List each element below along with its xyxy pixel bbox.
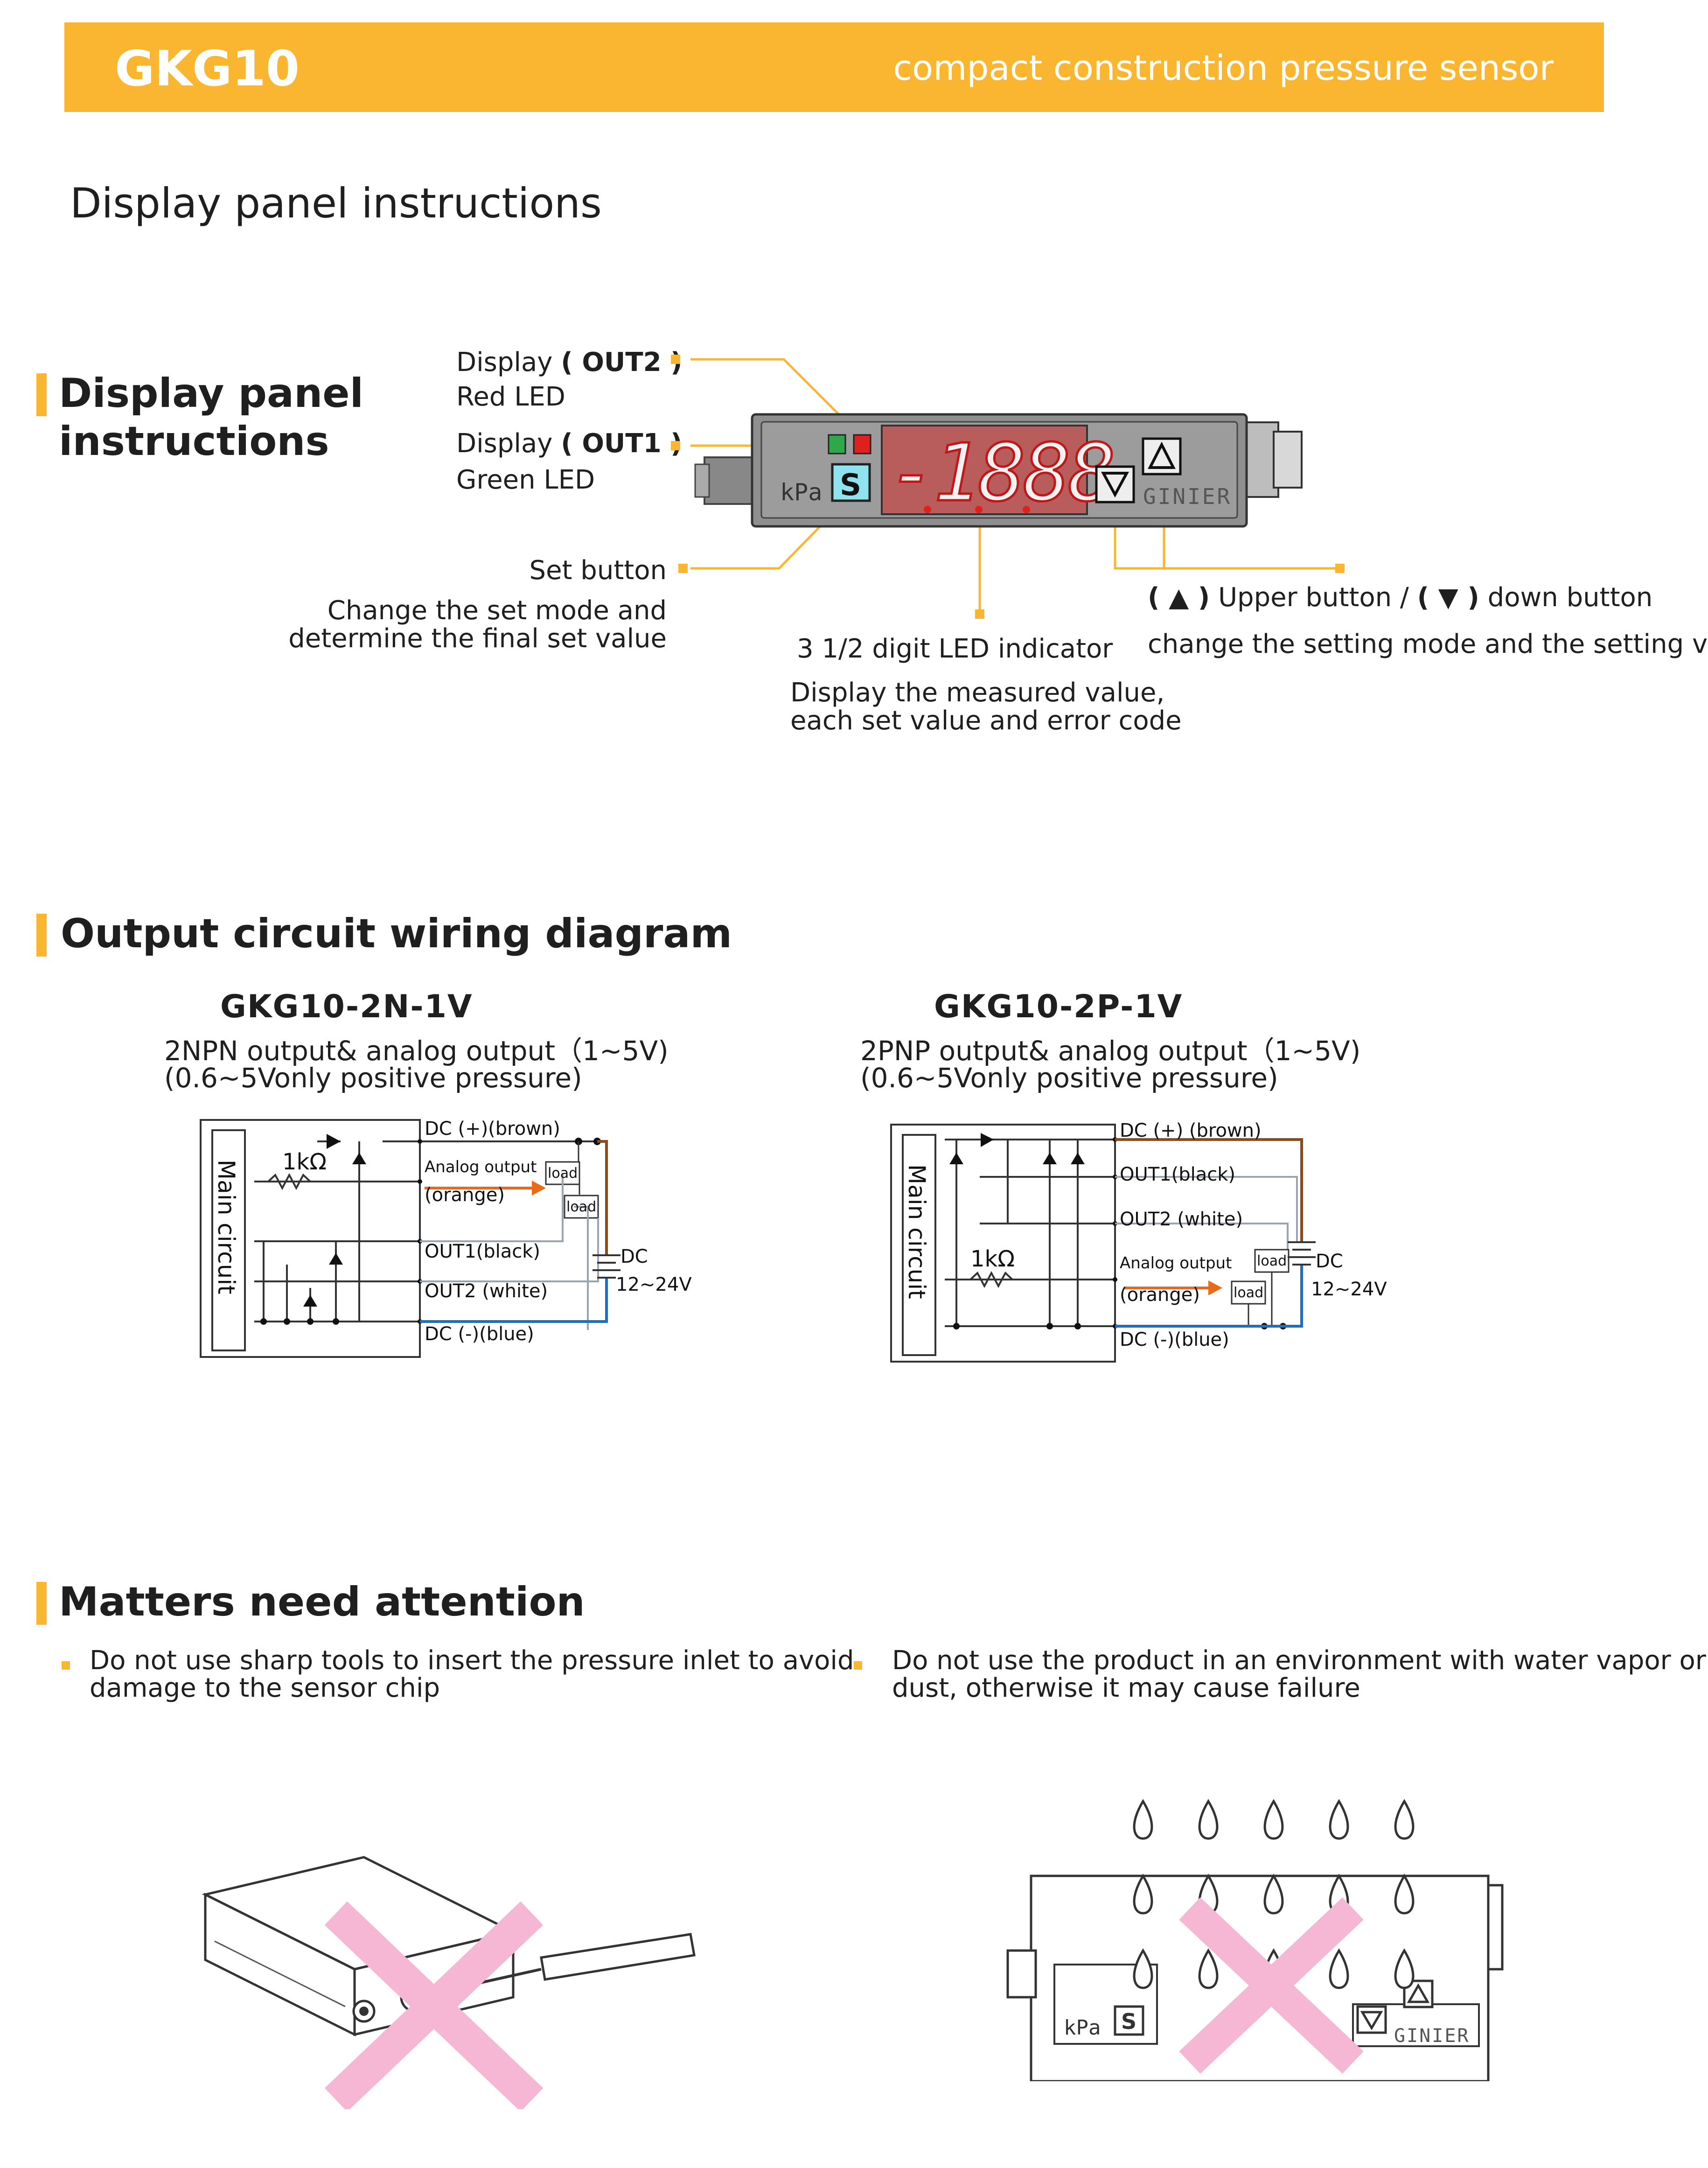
header-subtitle: compact construction pressure sensor <box>893 48 1554 88</box>
pnp-wiring-diagram: Main circuit 1kΩ DC (+) (brown) OUT1(bla… <box>890 1120 1387 1363</box>
npn-dc-minus: DC (-)(blue) <box>425 1323 534 1345</box>
section-marker <box>36 914 47 957</box>
npn-orange: (orange) <box>425 1184 505 1206</box>
section-marker <box>36 373 47 416</box>
left-model-desc1: 2NPN output& analog output（1~5V) <box>164 1035 669 1067</box>
npn-load1: load <box>548 1165 578 1182</box>
right-model-title: GKG10-2P-1V <box>934 988 1183 1025</box>
pnp-dc-plus: DC (+) (brown) <box>1120 1120 1262 1141</box>
npn-out2: OUT2 (white) <box>425 1280 548 1302</box>
note-bullet <box>854 1661 862 1670</box>
updown-button-desc: change the setting mode and the setting … <box>1148 629 1708 659</box>
brand-mark: GINIER <box>1143 484 1232 509</box>
main-circuit-label: Main circuit <box>213 1160 240 1294</box>
left-model-title: GKG10-2N-1V <box>220 988 473 1025</box>
set-button-title: Set button <box>529 555 667 586</box>
updown-button-title: ( ▲ ) Upper button / ( ▼ ) down button <box>1148 582 1653 613</box>
set-button-desc1: Change the set mode and <box>327 595 667 626</box>
display-heading-line2: instructions <box>59 418 329 465</box>
display-heading-line1: Display panel <box>59 370 364 417</box>
device-unit-label: kPa <box>1064 2016 1101 2040</box>
pnp-voltage: 12~24V <box>1311 1279 1387 1300</box>
npn-dc-plus: DC (+)(brown) <box>425 1118 560 1140</box>
npn-dc: DC <box>620 1246 648 1267</box>
note-1: Do not use sharp tools to insert the pre… <box>90 1645 854 1703</box>
attention-section-heading: Matters need attention <box>59 1579 585 1625</box>
out1-callout: Display ( OUT1 ) <box>456 428 683 459</box>
out2-callout: Display ( OUT2 ) <box>456 347 683 378</box>
pnp-out1: OUT1(black) <box>1120 1164 1235 1185</box>
section-marker <box>36 1582 47 1625</box>
led-indicator-desc1: Display the measured value, <box>790 678 1165 708</box>
sharp-tool-illustration <box>202 1856 696 2109</box>
pnp-load1: load <box>1257 1253 1287 1269</box>
page-title: Display panel instructions <box>70 179 602 227</box>
note-2: Do not use the product in an environment… <box>892 1645 1706 1703</box>
display-section-heading: Display panel instructions <box>59 370 363 466</box>
pnp-orange: (orange) <box>1120 1284 1200 1306</box>
device-set-key: S <box>1121 2009 1136 2034</box>
resistor-label: 1kΩ <box>282 1149 327 1175</box>
set-button-desc2: determine the final set value <box>288 623 667 654</box>
display-panel-diagram: kPa S -1888 GINIER <box>671 355 1345 619</box>
pnp-dc-minus: DC (-)(blue) <box>1120 1329 1229 1350</box>
led-indicator-title: 3 1/2 digit LED indicator <box>797 634 1113 664</box>
kpa-unit: kPa <box>780 479 822 506</box>
pnp-load2: load <box>1234 1285 1263 1301</box>
device-brand-mark: GINIER <box>1394 2025 1470 2047</box>
out1-desc: Green LED <box>456 465 595 495</box>
npn-voltage: 12~24V <box>616 1274 692 1295</box>
pnp-out2: OUT2 (white) <box>1120 1209 1243 1230</box>
left-model-desc2: (0.6~5Vonly positive pressure) <box>164 1062 582 1094</box>
npn-load2: load <box>566 1199 596 1215</box>
main-circuit-label: Main circuit <box>903 1164 930 1299</box>
out2-desc: Red LED <box>456 382 565 412</box>
header-banner: GKG10 compact construction pressure sens… <box>64 22 1604 112</box>
right-model-desc1: 2PNP output& analog output（1~5V) <box>860 1035 1361 1067</box>
resistor-label: 1kΩ <box>970 1246 1015 1272</box>
water-vapor-illustration: kPa S GINIER <box>1006 1799 1504 2081</box>
set-key-glyph: S <box>840 468 861 503</box>
right-model-desc2: (0.6~5Vonly positive pressure) <box>860 1062 1278 1094</box>
wiring-section-heading: Output circuit wiring diagram <box>61 910 732 957</box>
npn-out1: OUT1(black) <box>425 1241 540 1262</box>
pnp-dc: DC <box>1316 1251 1343 1272</box>
green-led <box>828 434 846 455</box>
led-digits: -1888 <box>888 427 1113 519</box>
led-indicator-desc2: each set value and error code <box>790 706 1182 736</box>
pnp-analog: Analog output <box>1120 1254 1232 1273</box>
red-led <box>853 434 871 455</box>
npn-wiring-diagram: Main circuit 1kΩ D <box>200 1118 692 1358</box>
npn-analog: Analog output <box>425 1158 537 1176</box>
led-display <box>881 425 1088 515</box>
header-model: GKG10 <box>115 40 300 97</box>
note-bullet <box>62 1661 70 1670</box>
